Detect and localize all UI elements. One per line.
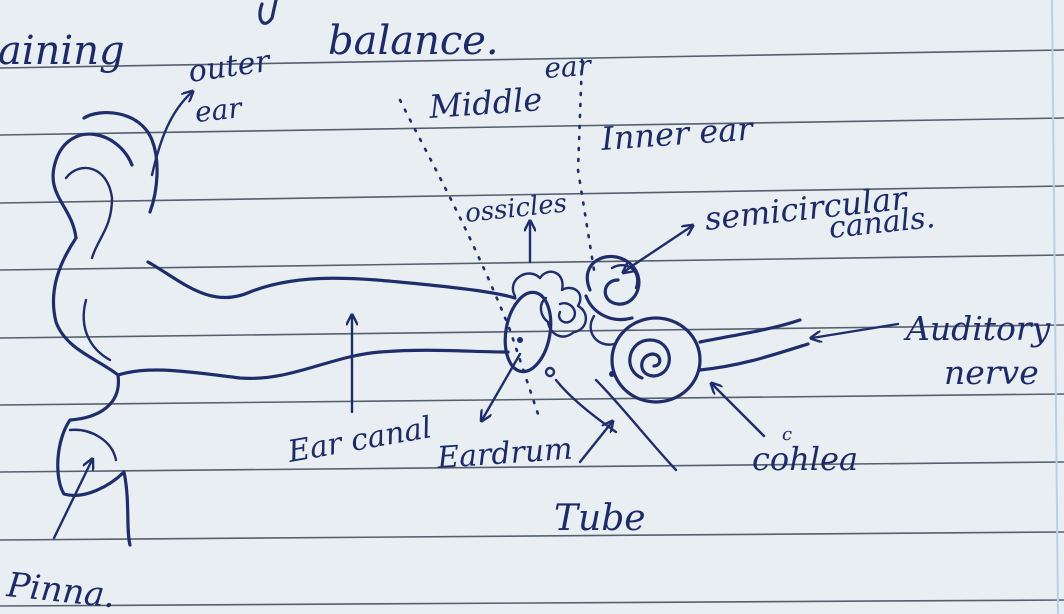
arrow-tube [580, 422, 612, 462]
label-middle-ear-line2: ear [543, 49, 593, 85]
label-auditory-line1: Auditory [903, 309, 1051, 348]
cochlea-spiral [630, 340, 670, 378]
semicircular-canal-2 [612, 265, 637, 288]
ossicles-shape [513, 272, 586, 337]
small-circle-o [546, 368, 554, 376]
arrow-eardrum [482, 354, 520, 420]
cochlea-dot [609, 371, 615, 377]
auditory-nerve-lower [700, 344, 808, 370]
label-outer-ear-line1: outer [186, 44, 273, 90]
label-auditory-line2: nerve [944, 353, 1039, 392]
label-tube: Tube [554, 498, 646, 539]
label-middle-ear-line1: Middle [427, 80, 544, 126]
ear-canal-lower [118, 350, 508, 378]
arrow-auditory [812, 324, 898, 338]
ruled-lines [0, 50, 1064, 606]
top-letter-fragment [260, 0, 276, 23]
pinna-outline [53, 134, 132, 545]
semicircular-canal-1 [587, 257, 639, 305]
top-text-left: aining [0, 28, 125, 74]
pinna-lobe-fold [70, 430, 116, 460]
label-outer-ear-line2: ear [193, 91, 244, 129]
label-ear-canal: Ear canal [284, 410, 434, 470]
margin-line [1052, 0, 1058, 614]
label-ossicles: ossicles [464, 188, 569, 229]
auditory-nerve-upper [700, 320, 800, 342]
arrow-cochlea [712, 384, 764, 436]
middle-inner-divider [578, 60, 594, 270]
pinna-concha [84, 300, 110, 360]
top-text-right: balance. [328, 18, 499, 64]
ossicle-inner [559, 303, 575, 322]
tube-upper [556, 380, 616, 432]
pinna-top-curve [84, 113, 157, 212]
label-inner-ear: Inner ear [599, 109, 756, 158]
label-eardrum: Eardrum [435, 432, 574, 476]
label-cochlea: cohlea [752, 440, 858, 478]
label-cochlea-insert: c [782, 424, 792, 445]
eardrum-dot [517, 337, 523, 343]
